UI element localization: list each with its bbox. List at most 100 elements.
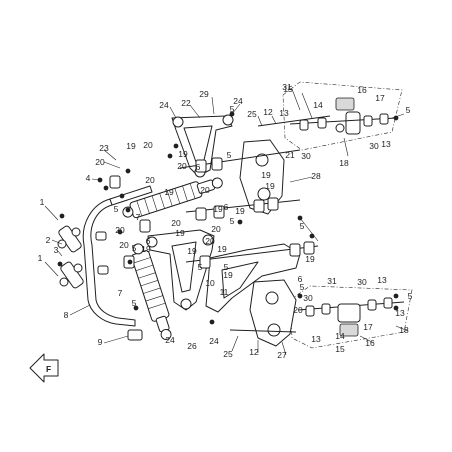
callout-number-26: 26	[187, 341, 197, 351]
lower-shock-absorber	[131, 243, 172, 340]
callout-number-31: 31	[327, 276, 337, 286]
callout-number-22: 22	[181, 98, 191, 108]
callout-number-20: 20	[293, 305, 303, 315]
callout-number-19: 19	[261, 170, 271, 180]
stabilizer-link-lower	[59, 261, 84, 289]
callout-number-8: 8	[64, 310, 69, 320]
callout-number-19: 19	[187, 246, 197, 256]
callout-number-19: 19	[305, 254, 315, 264]
end-clip	[127, 329, 143, 341]
callout-number-21: 21	[285, 150, 295, 160]
callout-number-15: 15	[335, 344, 345, 354]
callout-number-19: 19	[217, 244, 227, 254]
callout-number-3: 3	[54, 245, 59, 255]
callout-number-5: 5	[408, 291, 413, 301]
callout-number-24: 24	[159, 100, 169, 110]
callout-number-2: 2	[46, 235, 51, 245]
lower-right-hub-assembly	[297, 297, 405, 337]
callout-number-30: 30	[301, 151, 311, 161]
callout-number-14: 14	[335, 331, 345, 341]
leader-lines	[44, 88, 409, 356]
callout-number-20: 20	[171, 218, 181, 228]
callout-number-25: 25	[223, 349, 233, 359]
callout-number-5: 5	[230, 216, 235, 226]
callout-number-19: 19	[265, 181, 275, 191]
upper-right-assembly-box	[282, 81, 403, 151]
callout-number-18: 18	[399, 325, 409, 335]
callout-number-19: 19	[213, 204, 223, 214]
callout-number-6: 6	[298, 274, 303, 284]
callout-number-13: 13	[395, 308, 405, 318]
callout-number-5: 5	[224, 262, 229, 272]
callout-number-20: 20	[115, 225, 125, 235]
lower-right-assembly-box	[289, 285, 413, 349]
callout-number-30: 30	[357, 277, 367, 287]
lower-knuckle-plate	[249, 279, 297, 347]
callout-number-16: 16	[365, 338, 375, 348]
callout-number-5: 5	[114, 204, 119, 214]
callout-number-6: 6	[146, 236, 151, 246]
callout-number-17: 17	[363, 322, 373, 332]
callout-number-24: 24	[209, 336, 219, 346]
lower-a-arm	[146, 229, 215, 311]
callout-number-19: 19	[126, 141, 136, 151]
callout-number-30: 30	[369, 141, 379, 151]
callout-number-5: 5	[406, 105, 411, 115]
callout-number-17: 17	[375, 93, 385, 103]
callout-number-20: 20	[211, 224, 221, 234]
callout-number-5: 5	[230, 104, 235, 114]
callout-number-30: 30	[303, 293, 313, 303]
callout-number-12: 12	[263, 107, 273, 117]
upper-right-hub-assembly	[289, 97, 397, 135]
callout-number-24: 24	[165, 335, 175, 345]
callout-number-5: 5	[300, 221, 305, 231]
front-direction-arrow-icon: F	[29, 353, 59, 383]
callout-number-5: 5	[227, 150, 232, 160]
callout-number-28: 28	[311, 171, 321, 181]
callout-number-19: 19	[223, 270, 233, 280]
callout-number-20: 20	[95, 157, 105, 167]
callout-number-5: 5	[132, 243, 137, 253]
callout-number-7: 7	[136, 212, 141, 222]
callout-number-12: 12	[249, 347, 259, 357]
callout-number-5: 5	[132, 298, 137, 308]
callout-number-20: 20	[119, 240, 129, 250]
anti-roll-bar	[82, 185, 153, 327]
callout-number-20: 20	[177, 161, 187, 171]
callout-number-15: 15	[283, 84, 293, 94]
callout-number-27: 27	[277, 350, 287, 360]
bushing-clamps	[95, 231, 109, 275]
callout-number-1: 1	[40, 197, 45, 207]
callout-number-5: 5	[198, 262, 203, 272]
callout-number-13: 13	[381, 139, 391, 149]
upper-shock-absorber	[122, 177, 223, 219]
callout-number-13: 13	[279, 108, 289, 118]
callout-number-1: 1	[38, 253, 43, 263]
callout-number-13: 13	[311, 334, 321, 344]
trailing-arm	[205, 243, 301, 313]
callout-number-13: 13	[377, 275, 387, 285]
callout-number-6: 6	[224, 202, 229, 212]
callout-number-20: 20	[205, 236, 215, 246]
callout-number-6: 6	[196, 162, 201, 172]
callout-number-4: 4	[86, 173, 91, 183]
callout-number-11: 11	[220, 287, 229, 297]
callout-number-31: 31	[282, 82, 292, 92]
callout-number-14: 14	[313, 100, 323, 110]
direction-arrow-label: F	[46, 364, 51, 374]
callout-number-19: 19	[175, 228, 185, 238]
callout-number-7: 7	[118, 288, 123, 298]
callout-number-9: 9	[98, 337, 103, 347]
callout-number-19: 19	[164, 187, 174, 197]
callout-number-5: 5	[300, 282, 305, 292]
callout-number-18: 18	[339, 158, 349, 168]
callout-number-29: 29	[199, 89, 209, 99]
callout-number-25: 25	[247, 109, 257, 119]
callout-number-16: 16	[357, 85, 367, 95]
callout-number-24: 24	[233, 96, 243, 106]
callout-number-19: 19	[235, 206, 245, 216]
callout-number-19: 19	[141, 244, 151, 254]
stabilizer-link-upper	[57, 225, 82, 253]
